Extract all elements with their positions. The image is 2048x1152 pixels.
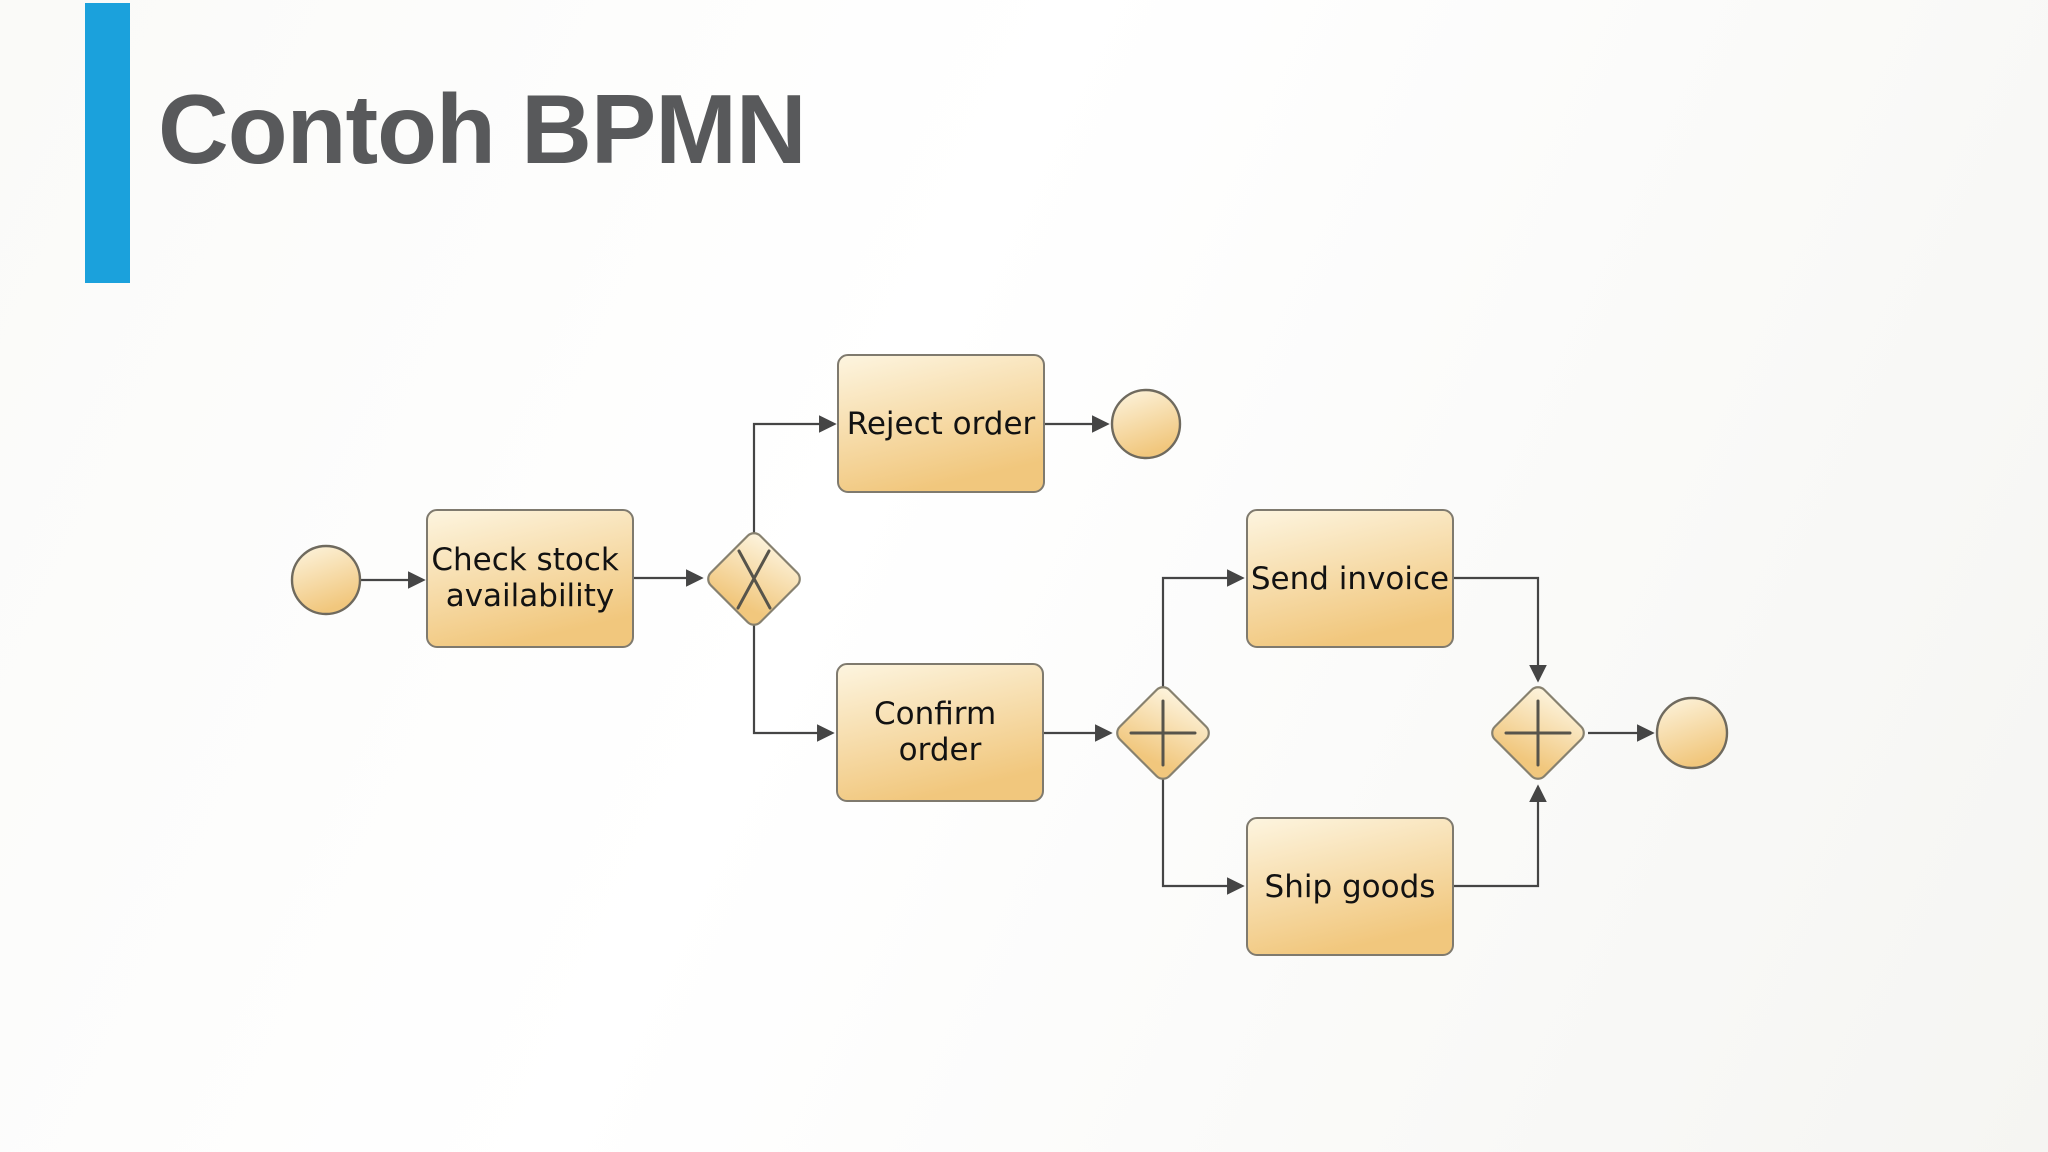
task-check-stock	[426, 509, 634, 648]
task-confirm-order-label: Confirm order	[874, 696, 1006, 768]
task-label-line: Confirm	[874, 696, 996, 732]
task-label-line: Send invoice	[1251, 561, 1449, 597]
page-title: Contoh BPMN	[158, 74, 807, 184]
task-ship-goods-label: Ship goods	[1265, 869, 1436, 905]
task-label-line: Reject order	[847, 406, 1036, 442]
task-ship-goods	[1246, 817, 1454, 956]
task-reject-order-label: Reject order	[847, 406, 1036, 442]
task-label-line: order	[899, 732, 982, 768]
start-event	[290, 544, 362, 616]
task-confirm-order	[836, 663, 1044, 802]
task-send-invoice	[1246, 509, 1454, 648]
task-label-line: Check stock	[431, 542, 619, 578]
end-event-main	[1655, 696, 1729, 770]
x-mark-icon	[736, 549, 772, 610]
task-send-invoice-label: Send invoice	[1251, 561, 1449, 597]
flow-xor-gateway-to-confirm-order	[752, 625, 835, 742]
task-reject-order	[837, 354, 1045, 493]
flow-xor-gateway-to-reject-order	[752, 415, 837, 533]
flow-parallel-split-to-send-invoice	[1161, 569, 1245, 688]
flow-parallel-split-to-ship-goods	[1161, 779, 1245, 895]
plus-mark-icon	[1504, 699, 1572, 767]
flow-send-invoice-to-parallel-join	[1454, 576, 1547, 683]
plus-mark-icon	[1129, 699, 1197, 767]
accent-bar	[85, 3, 130, 283]
task-label-line: availability	[446, 578, 615, 614]
task-label-line: Ship goods	[1265, 869, 1436, 905]
flow-ship-goods-to-parallel-join	[1454, 784, 1547, 888]
task-check-stock-label: Check stock availability	[431, 542, 628, 614]
end-event-reject	[1110, 388, 1182, 460]
